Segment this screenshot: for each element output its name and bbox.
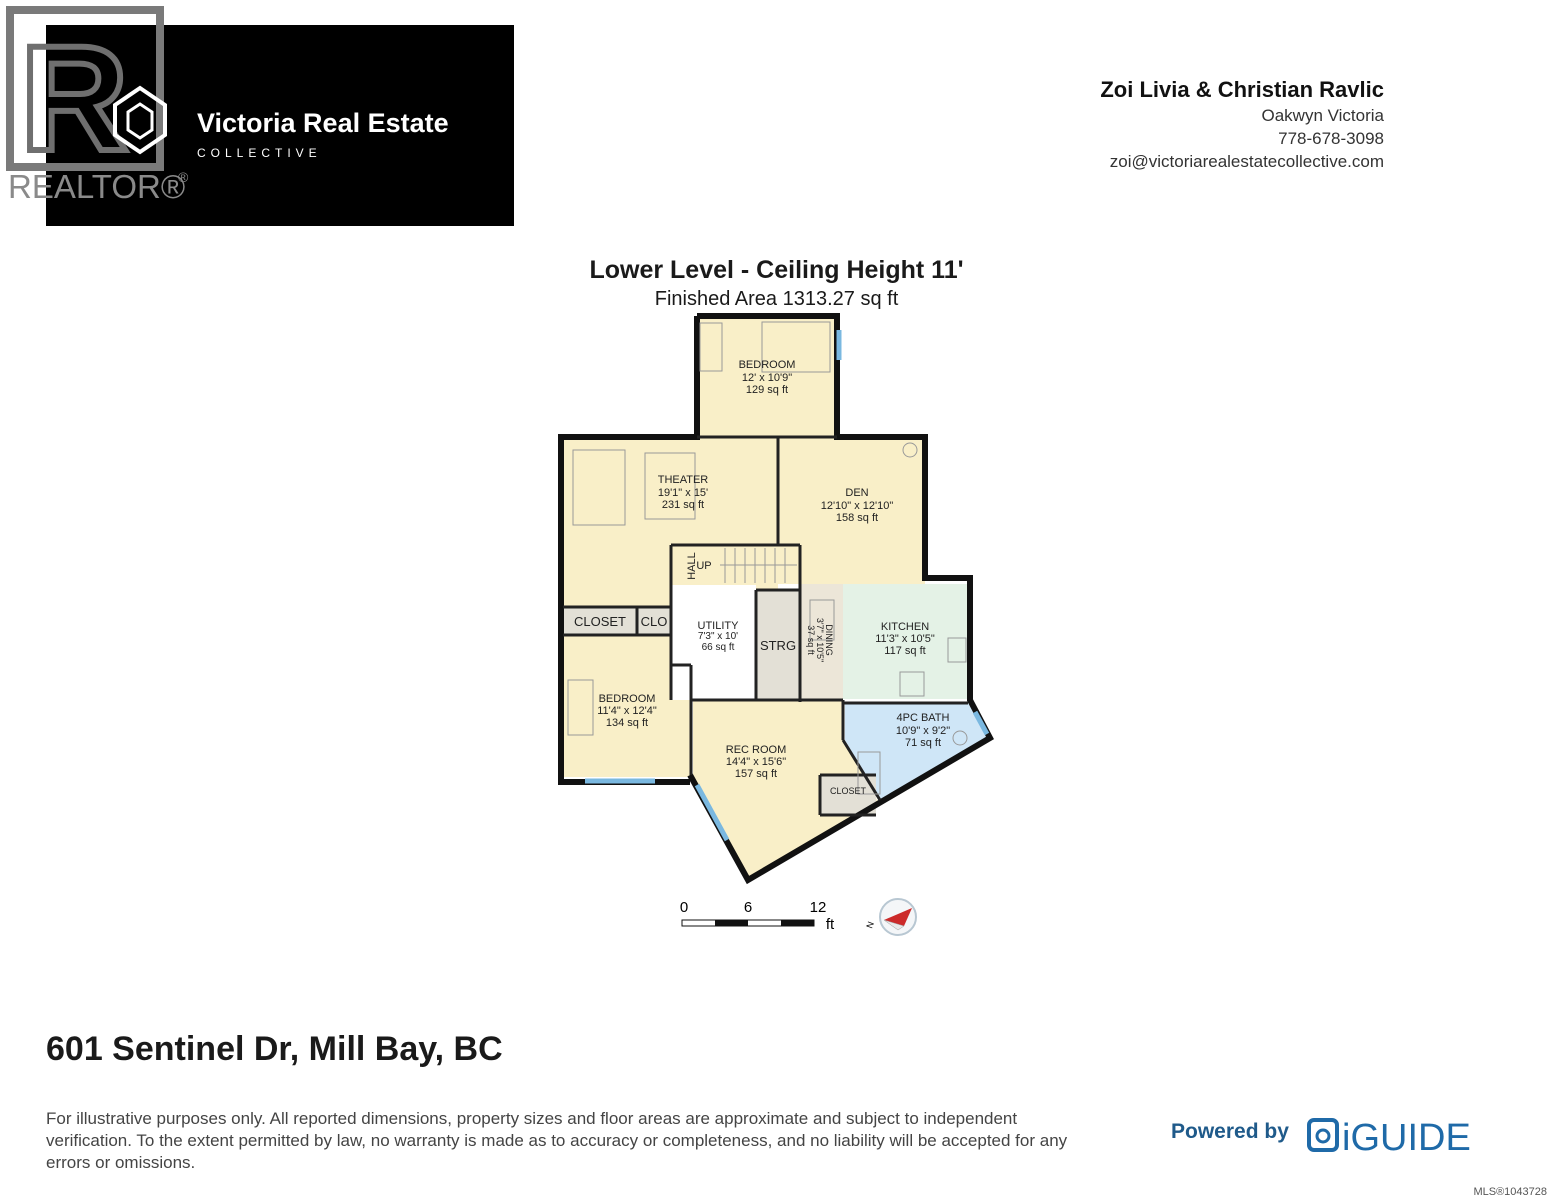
label-bedroom-top: BEDROOM: [739, 359, 796, 371]
mls-number: MLS®1043728: [1473, 1186, 1547, 1198]
dims-den: 12'10" x 12'10": [821, 500, 894, 512]
room-dining: [800, 584, 843, 702]
scale-tick-12: 12: [810, 899, 827, 916]
label-closet-bath: CLOSET: [830, 786, 867, 796]
plan-subtitle: Finished Area 1313.27 sq ft: [654, 288, 899, 310]
dims-theater: 19'1" x 15': [658, 487, 708, 499]
svg-text:R: R: [20, 14, 128, 182]
compass-north-label: N: [864, 920, 876, 930]
room-kitchen: [843, 584, 968, 699]
scale-tick-6: 6: [744, 899, 752, 916]
powered-by-label: Powered by: [1171, 1120, 1289, 1143]
area-bath: 71 sq ft: [905, 737, 941, 749]
room-den: [778, 437, 925, 584]
dims-kitchen: 11'3" x 10'5": [875, 633, 935, 645]
realtor-logo: R ®: [6, 6, 189, 185]
brand-tagline: COLLECTIVE: [197, 146, 322, 160]
label-clo: CLO: [641, 614, 668, 629]
label-bath: 4PC BATH: [897, 712, 950, 724]
room-labels: BEDROOM 12' x 10'9" 129 sq ft THEATER 19…: [574, 359, 950, 796]
area-dining: 37 sq ft: [806, 625, 816, 655]
agent-brokerage: Oakwyn Victoria: [1261, 106, 1384, 125]
stairs: [720, 548, 797, 583]
label-up: UP: [696, 560, 711, 572]
room-bath: [845, 703, 990, 800]
label-strg: STRG: [760, 638, 796, 653]
agent-contact: Zoi Livia & Christian Ravlic Oakwyn Vict…: [1100, 77, 1384, 172]
label-closet-left: CLOSET: [574, 614, 626, 629]
room-utility: [671, 585, 756, 700]
plan-title: Lower Level - Ceiling Height 11': [589, 256, 964, 284]
area-rec-room: 157 sq ft: [735, 768, 777, 780]
iguide-wordmark: iGUIDE: [1342, 1117, 1471, 1158]
realtor-wordmark: REALTOR®: [8, 168, 186, 205]
area-bedroom-left: 134 sq ft: [606, 717, 648, 729]
dims-bedroom-top: 12' x 10'9": [742, 372, 792, 384]
svg-text:®: ®: [178, 169, 189, 185]
dims-bedroom-left: 11'4" x 12'4": [597, 705, 657, 717]
room-strg: [756, 590, 800, 700]
label-den: DEN: [845, 487, 868, 499]
label-theater: THEATER: [658, 474, 709, 486]
dims-rec-room: 14'4" x 15'6": [726, 756, 786, 768]
agent-name: Zoi Livia & Christian Ravlic: [1100, 77, 1384, 102]
disclaimer-text: For illustrative purposes only. All repo…: [46, 1109, 1068, 1172]
label-dining: DINING: [824, 624, 834, 656]
property-address: 601 Sentinel Dr, Mill Bay, BC: [46, 1030, 503, 1068]
agent-email[interactable]: zoi@victoriarealestatecollective.com: [1109, 152, 1384, 171]
area-theater: 231 sq ft: [662, 499, 704, 511]
scale-tick-0: 0: [680, 899, 688, 916]
label-bedroom-left: BEDROOM: [599, 693, 656, 705]
area-bedroom-top: 129 sq ft: [746, 384, 788, 396]
windows: [585, 330, 990, 842]
dims-dining: 3'7" x 10'5": [815, 618, 825, 662]
scale-unit: ft: [826, 916, 835, 933]
dims-utility: 7'3" x 10': [698, 631, 738, 642]
room-rec: [693, 700, 880, 878]
label-hall: HALL: [686, 552, 698, 580]
dims-bath: 10'9" x 9'2": [896, 725, 950, 737]
room-bedroom-top: [697, 316, 837, 439]
furniture: [567, 321, 968, 795]
iguide-logo[interactable]: iGUIDE: [1306, 1112, 1486, 1158]
interior-walls: [563, 435, 968, 817]
compass-icon: N: [864, 898, 917, 936]
scale-bar: 0 6 12 ft: [680, 899, 835, 933]
label-utility: UTILITY: [698, 620, 740, 632]
area-den: 158 sq ft: [836, 512, 878, 524]
brand-name: Victoria Real Estate: [197, 108, 449, 138]
label-rec-room: REC ROOM: [726, 744, 787, 756]
area-kitchen: 117 sq ft: [884, 645, 925, 657]
agent-phone[interactable]: 778-678-3098: [1278, 129, 1384, 148]
room-closet-left: [563, 607, 671, 635]
room-fills: [563, 316, 990, 878]
label-kitchen: KITCHEN: [881, 621, 929, 633]
floor-plan: BEDROOM 12' x 10'9" 129 sq ft THEATER 19…: [558, 313, 994, 936]
brand-banner: [46, 25, 514, 226]
area-utility: 66 sq ft: [702, 642, 735, 653]
